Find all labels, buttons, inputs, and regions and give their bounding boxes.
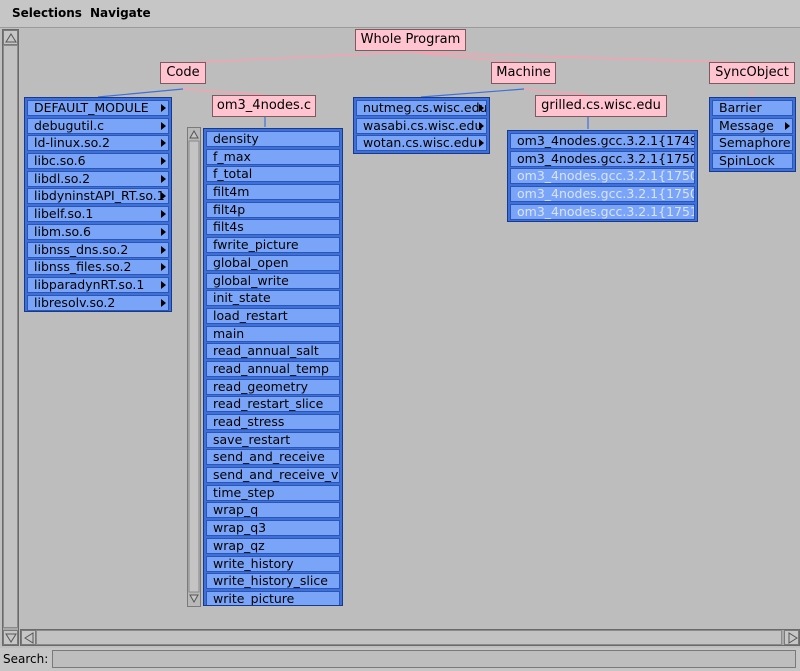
submenu-arrow-icon: [161, 157, 166, 166]
horizontal-scroll-thumb[interactable]: [36, 630, 782, 645]
submenu-arrow-icon: [785, 121, 790, 130]
scroll-down-icon[interactable]: [3, 630, 18, 645]
list-item[interactable]: filt4m: [206, 184, 340, 201]
submenu-arrow-icon: [161, 298, 166, 307]
node-syncobject[interactable]: SyncObject: [709, 62, 795, 84]
list-item[interactable]: Message: [712, 117, 793, 134]
list-item[interactable]: global_write: [206, 272, 340, 289]
menu-selections[interactable]: Selections: [12, 6, 82, 20]
menu-bar: Selections Navigate: [0, 0, 800, 28]
list-item[interactable]: filt4s: [206, 219, 340, 236]
list-item[interactable]: libparadynRT.so.1: [27, 276, 169, 293]
where-axis-canvas: Whole Program Code Machine SyncObject om…: [20, 29, 800, 629]
list-item[interactable]: ld-linux.so.2: [27, 135, 169, 152]
function-list: density f_max f_total filt4m filt4p filt…: [203, 128, 343, 606]
list-item[interactable]: nutmeg.cs.wisc.edu: [356, 100, 487, 116]
function-scroll-arrows-icon: [188, 129, 200, 604]
submenu-arrow-icon: [161, 280, 166, 289]
list-item[interactable]: Barrier: [712, 100, 793, 116]
list-item[interactable]: libnss_dns.so.2: [27, 241, 169, 258]
module-list: DEFAULT_MODULE debugutil.c ld-linux.so.2…: [24, 97, 172, 312]
list-item[interactable]: libm.so.6: [27, 223, 169, 240]
list-item[interactable]: main: [206, 325, 340, 342]
list-item[interactable]: om3_4nodes.gcc.3.2.1{17503}: [510, 150, 695, 167]
list-item[interactable]: om3_4nodes.gcc.3.2.1{17504}: [510, 168, 695, 185]
scroll-left-icon[interactable]: [21, 630, 36, 645]
list-item[interactable]: density: [206, 131, 340, 147]
submenu-arrow-icon: [479, 139, 484, 148]
scroll-up-icon[interactable]: [3, 30, 18, 45]
list-item[interactable]: send_and_receive: [206, 449, 340, 466]
node-whole-program[interactable]: Whole Program: [355, 29, 466, 51]
submenu-arrow-icon: [161, 192, 166, 201]
list-item[interactable]: libnss_files.so.2: [27, 259, 169, 276]
vertical-scrollbar[interactable]: [2, 29, 19, 646]
search-label: Search:: [3, 652, 49, 666]
list-item[interactable]: wrap_q: [206, 502, 340, 519]
submenu-arrow-icon: [161, 210, 166, 219]
list-item[interactable]: libc.so.6: [27, 153, 169, 170]
horizontal-scrollbar[interactable]: [20, 629, 800, 646]
list-item[interactable]: write_history: [206, 555, 340, 572]
list-item[interactable]: Semaphore: [712, 135, 793, 152]
tree-connectors: [97, 51, 753, 129]
submenu-arrow-icon: [161, 121, 166, 130]
list-item[interactable]: om3_4nodes.gcc.3.2.1{17510}: [510, 203, 695, 220]
submenu-arrow-icon: [161, 227, 166, 236]
search-bar: Search:: [0, 648, 800, 671]
list-item[interactable]: read_annual_salt: [206, 343, 340, 360]
list-item[interactable]: read_restart_slice: [206, 396, 340, 413]
list-item[interactable]: save_restart: [206, 431, 340, 448]
list-item[interactable]: init_state: [206, 290, 340, 307]
list-item[interactable]: time_step: [206, 484, 340, 501]
process-list: om3_4nodes.gcc.3.2.1{17497} om3_4nodes.g…: [507, 130, 698, 222]
list-item[interactable]: wotan.cs.wisc.edu: [356, 135, 487, 152]
node-om3-4nodes-c[interactable]: om3_4nodes.c: [212, 95, 316, 117]
list-item[interactable]: read_annual_temp: [206, 360, 340, 377]
list-item[interactable]: libresolv.so.2: [27, 294, 169, 311]
list-item[interactable]: om3_4nodes.gcc.3.2.1{17497}: [510, 133, 695, 149]
list-item[interactable]: om3_4nodes.gcc.3.2.1{17507}: [510, 186, 695, 203]
vertical-scroll-thumb[interactable]: [3, 45, 18, 628]
list-item[interactable]: SpinLock: [712, 153, 793, 170]
list-item[interactable]: f_total: [206, 166, 340, 183]
function-list-scrollbar[interactable]: [187, 127, 201, 607]
list-item[interactable]: load_restart: [206, 307, 340, 324]
submenu-arrow-icon: [479, 121, 484, 130]
list-item[interactable]: libdyninstAPI_RT.so.1: [27, 188, 169, 205]
list-item[interactable]: libdl.so.2: [27, 170, 169, 187]
list-item[interactable]: send_and_receive_v: [206, 467, 340, 484]
submenu-arrow-icon: [161, 245, 166, 254]
node-grilled-host[interactable]: grilled.cs.wisc.edu: [535, 95, 667, 117]
menu-navigate[interactable]: Navigate: [90, 6, 151, 20]
syncobject-list: Barrier Message Semaphore SpinLock: [709, 97, 796, 172]
list-item[interactable]: wrap_q3: [206, 520, 340, 537]
list-item[interactable]: filt4p: [206, 201, 340, 218]
list-item[interactable]: read_geometry: [206, 378, 340, 395]
list-item[interactable]: libelf.so.1: [27, 206, 169, 223]
list-item[interactable]: write_history_slice: [206, 573, 340, 590]
submenu-arrow-icon: [161, 104, 166, 112]
list-item[interactable]: debugutil.c: [27, 117, 169, 134]
list-item[interactable]: write_picture: [206, 590, 340, 605]
node-code[interactable]: Code: [160, 62, 206, 84]
list-item[interactable]: f_max: [206, 148, 340, 165]
list-item[interactable]: DEFAULT_MODULE: [27, 100, 169, 116]
scroll-right-icon[interactable]: [784, 630, 799, 645]
submenu-arrow-icon: [161, 263, 166, 272]
submenu-arrow-icon: [161, 174, 166, 183]
list-item[interactable]: wrap_qz: [206, 537, 340, 554]
list-item[interactable]: fwrite_picture: [206, 237, 340, 254]
submenu-arrow-icon: [161, 139, 166, 148]
list-item[interactable]: global_open: [206, 254, 340, 271]
submenu-arrow-icon: [479, 104, 484, 112]
list-item[interactable]: wasabi.cs.wisc.edu: [356, 117, 487, 134]
host-list: nutmeg.cs.wisc.edu wasabi.cs.wisc.edu wo…: [353, 97, 490, 154]
node-machine[interactable]: Machine: [491, 62, 556, 84]
list-item[interactable]: read_stress: [206, 414, 340, 430]
search-input[interactable]: [52, 650, 796, 668]
